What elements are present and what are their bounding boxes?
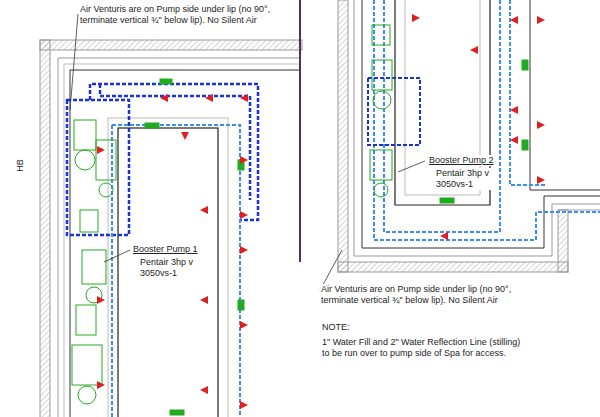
note-text: Air Venturis are on Pump side under lip … (320, 284, 518, 306)
pump-label: Booster Pump 1 (132, 244, 199, 255)
pump-model: Pentair 3hp v 3050vs-1 (435, 168, 497, 190)
spa-wall (40, 40, 302, 417)
pump-equipment (370, 25, 528, 203)
note-text: 1" Water Fill and 2" Water Reflection Li… (322, 337, 526, 359)
jet-fittings (97, 94, 248, 409)
callout-tag: HB (15, 159, 26, 172)
spa-wall (338, 0, 600, 272)
pump-label: Booster Pump 2 (428, 155, 495, 166)
sheet-divider (299, 0, 301, 262)
jet-fittings (412, 14, 545, 240)
pump-model: Pentair 3hp v 3050vs-1 (139, 257, 201, 279)
jet-piping (67, 84, 258, 417)
pump-equipment (72, 79, 244, 415)
jet-piping (368, 0, 600, 240)
leader-line (70, 14, 425, 290)
note-heading: NOTE: (322, 322, 350, 333)
note-text: Air Venturis are on Pump side under lip … (80, 4, 292, 26)
